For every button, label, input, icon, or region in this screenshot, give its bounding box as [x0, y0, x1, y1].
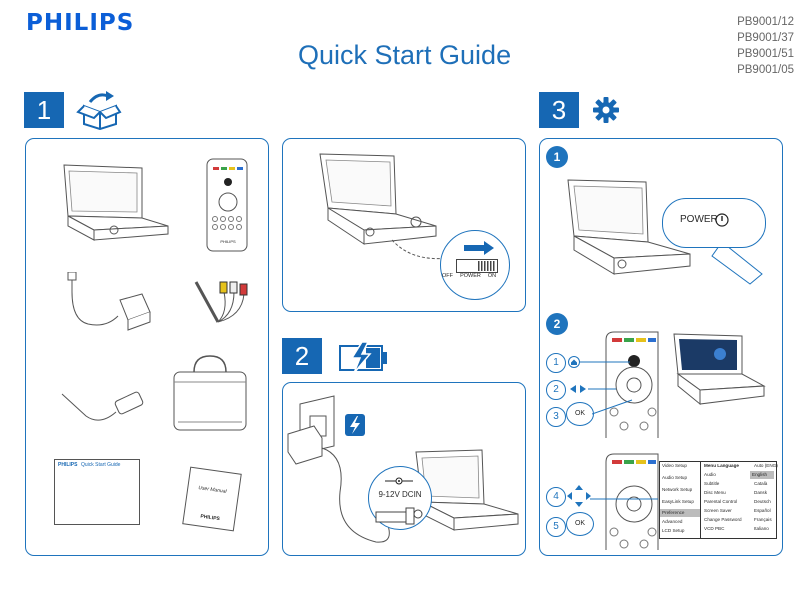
gear-icon: [593, 97, 619, 123]
menu-value: Dansk: [754, 490, 768, 495]
player-illustration: [63, 164, 169, 241]
remote-control-illustration: PHILIPS: [206, 158, 248, 252]
power-switch-slider: [456, 259, 498, 273]
navigation-arrows-icon: [570, 385, 616, 393]
manual-brand: PHILIPS: [200, 513, 221, 523]
remote-closeup: [605, 331, 659, 438]
four-way-arrows-icon: [567, 485, 591, 507]
power-adapter-illustration: [67, 272, 151, 331]
remote-brand: PHILIPS: [220, 239, 236, 244]
player-menu-illustration: [673, 333, 766, 406]
page-title: Quick Start Guide: [298, 40, 512, 70]
menu-option: Parental Control: [704, 499, 738, 504]
setup-marker-2: 2: [546, 380, 566, 400]
menu-value: Auto (ENG): [754, 463, 778, 468]
lightning-icon: [350, 416, 360, 434]
setup-marker-5: 5: [546, 517, 566, 537]
lightning-badge: [345, 414, 365, 436]
setup-menu-table: Video Setup Audio Setup Network Setup Ea…: [659, 461, 778, 539]
step-3-badge: 3: [539, 92, 579, 128]
philips-logo: PHILIPS: [26, 10, 135, 36]
menu-value: Deutsch: [754, 499, 771, 504]
model-number: PB9001/51: [737, 48, 794, 60]
power-callout: [662, 198, 766, 248]
power-callout-label: POWER: [680, 214, 718, 225]
menu-category: LCD Setup: [662, 528, 685, 533]
polarity-icon: [385, 477, 413, 485]
power-on-illustration: [567, 179, 763, 285]
power-icon: [715, 213, 729, 227]
dc-plug-illustration: [375, 507, 423, 525]
menu-option: Screen Saver: [704, 508, 732, 513]
remote-closeup: [605, 453, 659, 550]
setup-marker-1: 1: [546, 353, 566, 373]
switch-labels: OFF POWER ON: [442, 273, 506, 279]
setup-marker-4: 4: [546, 487, 566, 507]
player-illustration: [319, 153, 437, 245]
ok-pointer-line: [592, 399, 633, 415]
menu-option: Disc Menu: [704, 490, 726, 495]
menu-option: Menu Language: [704, 463, 739, 468]
carry-bag-illustration: [173, 355, 247, 431]
menu-category: Network Setup: [662, 487, 693, 492]
pointer-line: [590, 498, 658, 500]
menu-option: Change Password: [704, 517, 742, 522]
menu-value: Italiano: [754, 526, 769, 531]
menu-category: Audio Setup: [662, 475, 688, 480]
ok-button: OK: [566, 512, 594, 536]
menu-category: EasyLink Setup: [662, 499, 694, 504]
menu-option: Subtitle: [704, 481, 720, 486]
booklet-brand: PHILIPS: [58, 462, 78, 468]
model-number: PB9001/37: [737, 32, 794, 44]
step-2-badge: 2: [282, 338, 322, 374]
menu-value: Français: [754, 517, 772, 522]
box-open-icon: [76, 91, 122, 130]
ok-button: OK: [566, 402, 594, 426]
substep-1-badge: 1: [546, 146, 568, 168]
substep-2-badge: 2: [546, 313, 568, 335]
setup-marker-3: 3: [546, 407, 566, 427]
menu-value-selected: English: [750, 471, 774, 480]
battery-charging-icon: [339, 341, 387, 374]
dcin-label: 9-12V DCIN: [378, 490, 422, 499]
menu-category-column: Video Setup Audio Setup Network Setup Ea…: [660, 462, 701, 538]
menu-option: Audio: [704, 472, 716, 477]
model-number: PB9001/05: [737, 64, 794, 76]
model-list: PB9001/12 PB9001/37 PB9001/51 PB9001/05: [737, 14, 794, 78]
home-button-pointer: [568, 356, 630, 368]
switch-on-label: ON: [487, 273, 497, 279]
manual-title: User Manual: [197, 485, 227, 495]
car-adapter-illustration: [61, 391, 144, 421]
menu-option: VCD PBC: [704, 526, 725, 531]
menu-value: Català: [754, 481, 768, 486]
booklet-title: Quick Start Guide: [81, 462, 121, 468]
menu-category-selected: Preference: [660, 509, 700, 518]
menu-category: Advanced: [662, 519, 683, 524]
quick-start-booklet: PHILIPS Quick Start Guide: [54, 459, 140, 525]
model-number: PB9001/12: [737, 16, 794, 28]
arrow-right-icon: [464, 241, 494, 255]
menu-value: Español: [754, 508, 771, 513]
menu-category: Video Setup: [662, 463, 687, 468]
switch-off-label: OFF: [442, 273, 453, 279]
user-manual: User Manual PHILIPS: [182, 466, 242, 532]
switch-power-label: POWER: [460, 273, 481, 279]
step-1-badge: 1: [24, 92, 64, 128]
av-cable-illustration: [194, 281, 248, 323]
